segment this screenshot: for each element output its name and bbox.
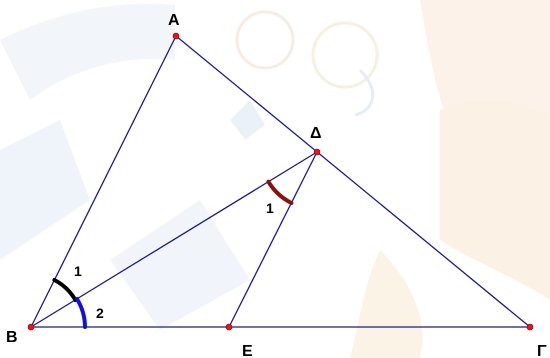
point-G [526, 323, 534, 331]
vertex-label-G: Γ [537, 343, 547, 358]
vertex-label-A: Α [168, 12, 180, 29]
point-B [27, 323, 35, 331]
angle-label-b1: 1 [74, 263, 82, 279]
vertex-label-E: Ε [242, 343, 253, 358]
angle-label-d1: 1 [266, 200, 274, 216]
angle-b2-arc [75, 297, 87, 329]
angle-label-b2: 2 [96, 305, 104, 321]
angle-b1-arc [52, 278, 78, 302]
vertex-label-D: Δ [310, 125, 322, 142]
segment-DE [228, 151, 318, 328]
point-A [172, 32, 180, 40]
segment-AG [175, 35, 531, 328]
vertex-points [27, 32, 534, 331]
angle-d1-arc [266, 179, 294, 205]
point-E [225, 323, 233, 331]
vertex-label-B: Β [6, 329, 18, 346]
point-D [313, 148, 321, 156]
